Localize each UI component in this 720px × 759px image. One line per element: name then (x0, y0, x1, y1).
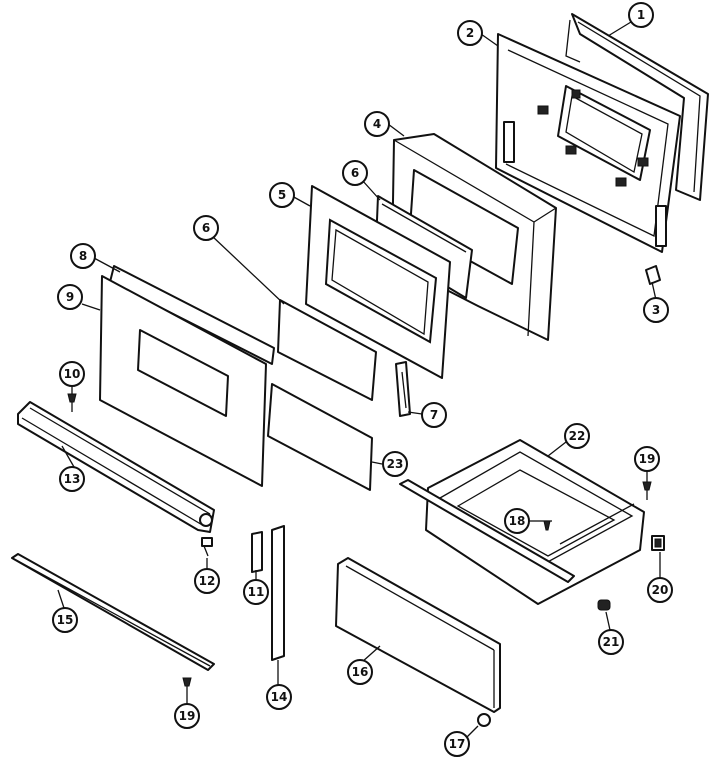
svg-text:11: 11 (248, 585, 265, 599)
drawer-front-part (335, 557, 501, 713)
svg-text:7: 7 (430, 408, 438, 422)
svg-text:23: 23 (387, 457, 404, 471)
callout-10: 10 (59, 361, 85, 387)
screw-upper-part (642, 481, 652, 500)
svg-text:14: 14 (271, 690, 288, 704)
svg-text:5: 5 (278, 188, 286, 202)
svg-text:6: 6 (351, 166, 359, 180)
callout-2: 2 (457, 20, 483, 46)
handle-clip-part (201, 537, 213, 557)
lower-glass-part (277, 299, 377, 401)
svg-text:16: 16 (352, 665, 369, 679)
screw-lower-part (182, 677, 192, 696)
drawer-body-part (399, 439, 645, 605)
callout-6-upper: 6 (342, 160, 368, 186)
svg-text:6: 6 (202, 221, 210, 235)
trim-strip-part (11, 553, 215, 671)
door-handle-part (17, 401, 215, 533)
screw-drawer-part (538, 520, 552, 531)
inner-door-panel-part (495, 33, 681, 253)
callout-18: 18 (504, 508, 530, 534)
callout-21: 21 (598, 629, 624, 655)
svg-text:19: 19 (639, 452, 656, 466)
drawer-knob-part (477, 713, 491, 727)
door-gasket-part (565, 13, 709, 201)
hinge-bracket-part (395, 361, 411, 417)
callout-23: 23 (382, 451, 408, 477)
svg-text:10: 10 (64, 367, 81, 381)
outer-door-panel-part (99, 275, 267, 487)
side-trim-small-part (251, 531, 263, 573)
drawer-glide-part (651, 535, 665, 551)
door-clip-part (645, 265, 661, 285)
door-liner-part (391, 133, 557, 341)
svg-text:20: 20 (652, 583, 669, 597)
insulation-strip-part (109, 265, 275, 365)
callout-22: 22 (564, 423, 590, 449)
leader-lines (57, 21, 661, 739)
callout-8: 8 (70, 243, 96, 269)
drawer-roller-part (597, 599, 611, 611)
svg-text:12: 12 (199, 574, 216, 588)
svg-text:8: 8 (79, 249, 87, 263)
svg-text:22: 22 (569, 429, 586, 443)
svg-text:19: 19 (179, 709, 196, 723)
callout-11: 11 (243, 579, 269, 605)
side-trim-long-part (271, 525, 285, 661)
callout-19-lower: 19 (174, 703, 200, 729)
callout-6-lower: 6 (193, 215, 219, 241)
callout-4: 4 (364, 111, 390, 137)
window-frame-part (305, 185, 451, 379)
svg-text:18: 18 (509, 514, 526, 528)
callout-1: 1 (628, 2, 654, 28)
svg-text:9: 9 (66, 290, 74, 304)
svg-text:15: 15 (57, 613, 74, 627)
callout-5: 5 (269, 182, 295, 208)
svg-text:13: 13 (64, 472, 81, 486)
svg-text:2: 2 (466, 26, 474, 40)
callout-12: 12 (194, 568, 220, 594)
callout-17: 17 (444, 731, 470, 757)
glass-panel-part (267, 383, 373, 491)
screw-part (67, 393, 77, 412)
callout-20: 20 (647, 577, 673, 603)
callout-3: 3 (643, 297, 669, 323)
callout-16: 16 (347, 659, 373, 685)
callout-14: 14 (266, 684, 292, 710)
callout-7: 7 (421, 402, 447, 428)
callout-9: 9 (57, 284, 83, 310)
callout-15: 15 (52, 607, 78, 633)
svg-text:1: 1 (637, 8, 645, 22)
svg-text:17: 17 (449, 737, 466, 751)
svg-text:21: 21 (603, 635, 620, 649)
svg-text:3: 3 (652, 303, 660, 317)
callout-19-upper: 19 (634, 446, 660, 472)
svg-text:4: 4 (373, 117, 381, 131)
callout-13: 13 (59, 466, 85, 492)
